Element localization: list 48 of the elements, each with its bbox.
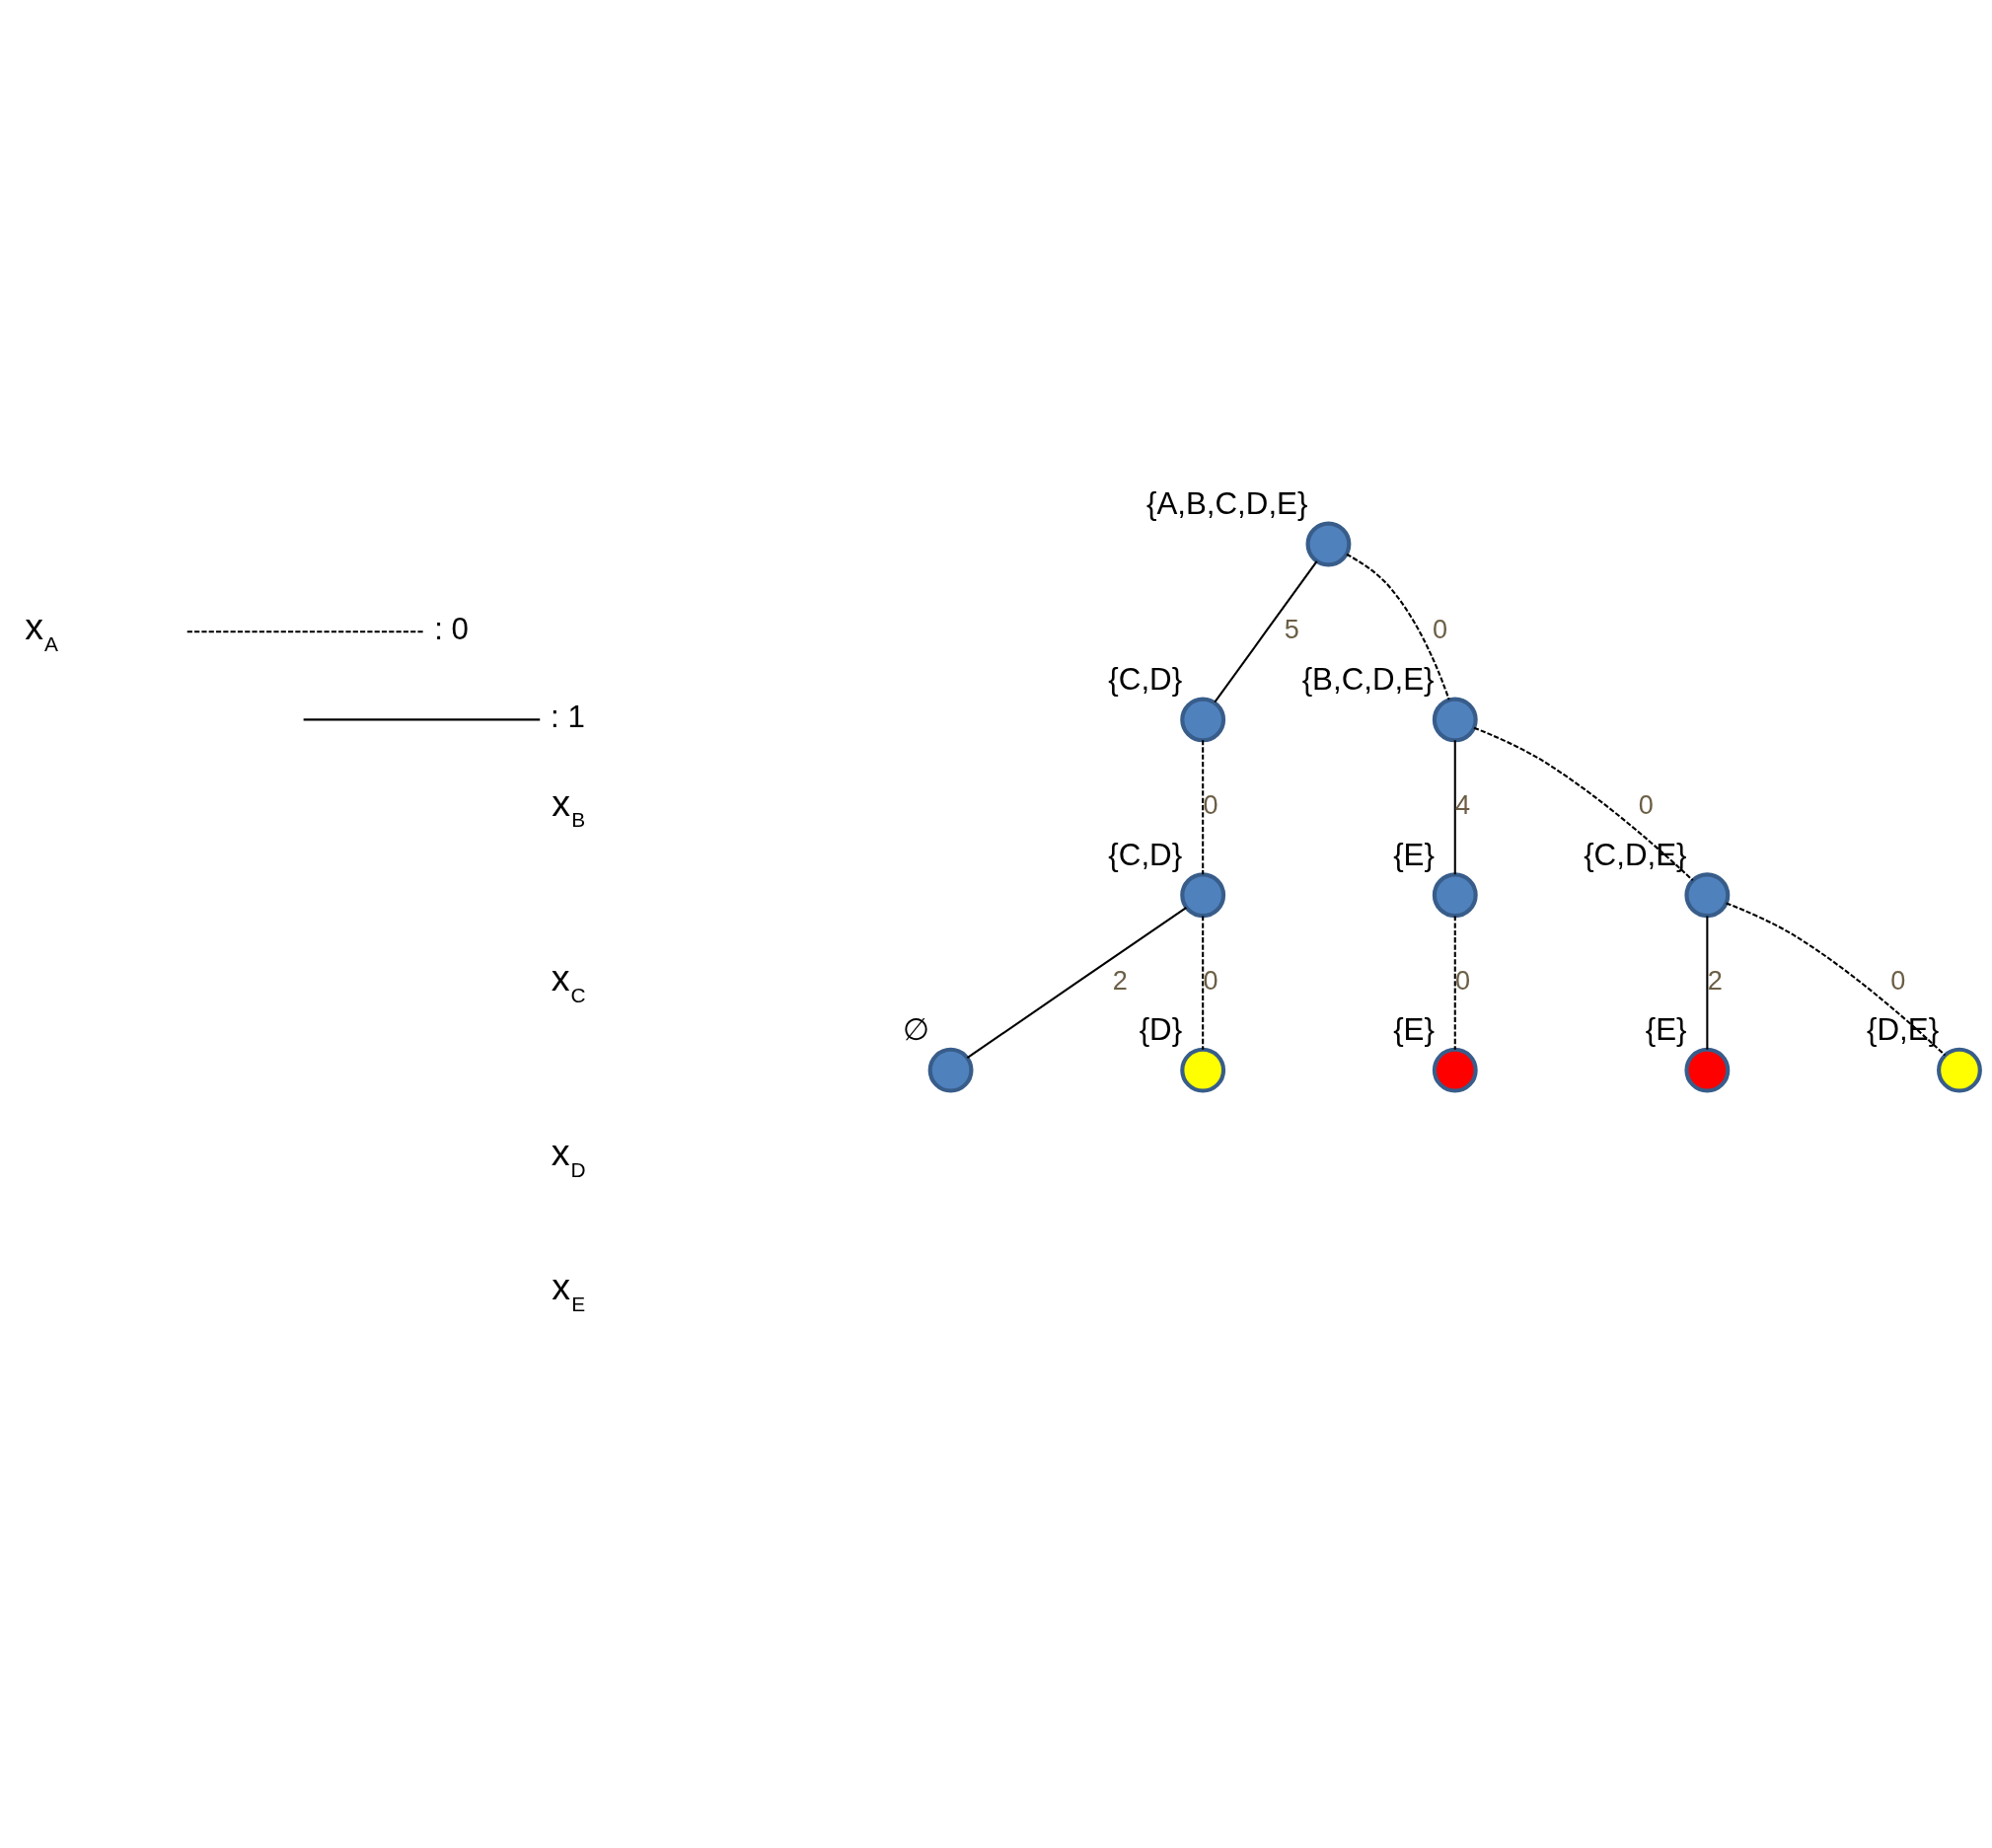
node-label: {E} xyxy=(1392,1012,1435,1048)
node-label: {E} xyxy=(1392,838,1435,873)
node-circle xyxy=(1179,697,1225,743)
node-label: ∅ xyxy=(902,1012,929,1048)
node-circle xyxy=(1432,872,1478,919)
connector xyxy=(1213,560,1318,703)
label: x$_{B}$ xyxy=(551,781,585,832)
connector xyxy=(1473,726,1693,882)
node-circle xyxy=(927,1047,974,1093)
node-label: {D,E} xyxy=(1866,1012,1939,1048)
node-label: {C,D} xyxy=(1107,662,1182,698)
node-circle xyxy=(1179,872,1225,919)
edge-label: 2 xyxy=(1112,964,1128,996)
connector xyxy=(1201,740,1204,875)
node-circle xyxy=(1432,697,1478,743)
connector xyxy=(1725,902,1946,1057)
connector xyxy=(1453,740,1456,875)
connector xyxy=(1705,916,1708,1050)
edge-label: 0 xyxy=(1889,964,1905,996)
node-circle xyxy=(1179,1047,1225,1093)
legend-label: : 0 xyxy=(433,612,469,647)
node-label: {B,C,D,E} xyxy=(1301,662,1435,698)
edge-label: 2 xyxy=(1707,964,1723,996)
label: x$_{A}$ xyxy=(24,606,58,655)
node-circle xyxy=(1305,521,1351,567)
edge-label: 5 xyxy=(1284,613,1299,644)
connector xyxy=(1201,916,1204,1050)
node-circle xyxy=(1683,872,1730,919)
node-circle xyxy=(1432,1047,1478,1093)
edge-label: 0 xyxy=(1202,789,1218,821)
label: x$_{D}$ xyxy=(551,1132,586,1181)
node-circle xyxy=(1936,1047,1982,1093)
label: x$_{C}$ xyxy=(551,957,586,1006)
edge-label: 0 xyxy=(1638,789,1654,821)
node-label: {A,B,C,D,E} xyxy=(1145,486,1307,522)
connector xyxy=(1453,916,1456,1050)
edge-label: 0 xyxy=(1202,964,1218,996)
edge-label: 0 xyxy=(1432,613,1447,644)
label: x$_{E}$ xyxy=(551,1266,585,1315)
node-label: {C,D} xyxy=(1107,838,1182,873)
node-label: {C,D,E} xyxy=(1583,838,1686,873)
connector xyxy=(1345,553,1450,701)
node-label: {D} xyxy=(1139,1012,1182,1048)
connector xyxy=(966,906,1187,1059)
legend-label: : 1 xyxy=(550,700,585,735)
node-label: {E} xyxy=(1645,1012,1687,1048)
node-circle xyxy=(1683,1047,1730,1093)
edge-label: 0 xyxy=(1454,964,1470,996)
